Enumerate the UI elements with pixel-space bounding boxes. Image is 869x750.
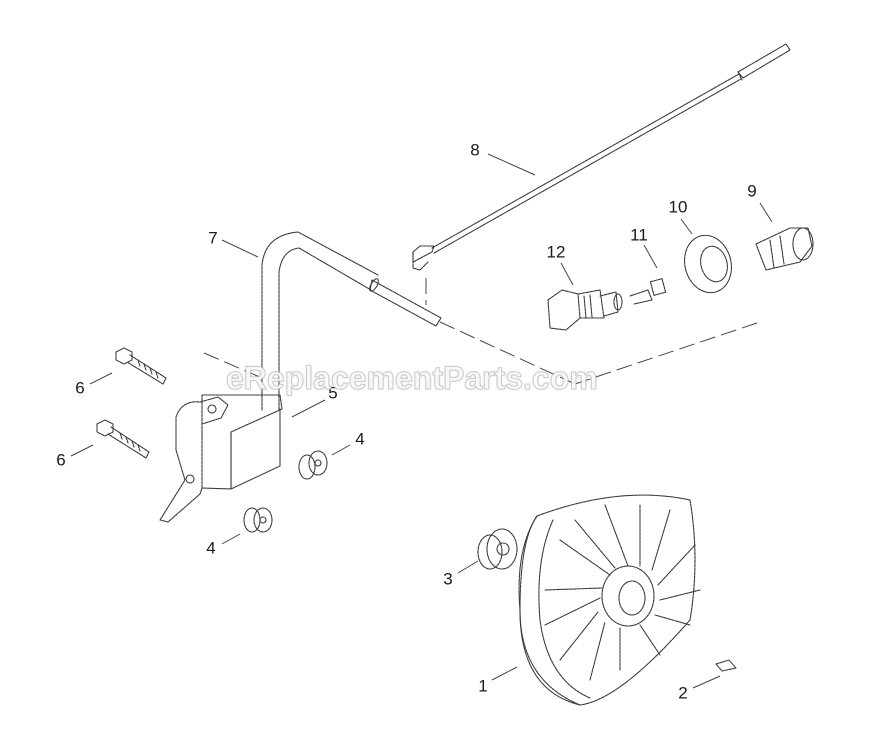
ignition-coil-part[interactable] [159,394,283,523]
flywheel-key-part[interactable] [715,659,737,672]
spacer-part-lower[interactable] [243,507,273,533]
leader-12 [560,262,574,286]
callout-11[interactable]: 11 [630,225,648,245]
callout-3[interactable]: 3 [443,569,453,589]
leader-4-upper [331,444,351,456]
leader-9 [759,202,773,223]
spacer-part-upper[interactable] [298,450,328,480]
leader-6-upper [89,372,113,385]
leader-7 [221,239,259,258]
callout-6-upper[interactable]: 6 [75,378,85,398]
callout-9[interactable]: 9 [747,181,757,201]
leader-10 [680,218,693,235]
spark-plug-part[interactable] [547,289,623,331]
callout-7[interactable]: 7 [208,228,218,248]
leader-4-lower [221,533,241,545]
leader-5 [291,399,326,418]
flywheel-nut-part[interactable] [477,528,518,570]
spark-plug-wire-part[interactable] [203,231,761,411]
terminal-spring-part[interactable] [629,278,667,305]
leader-11 [643,244,658,269]
leader-3 [457,560,479,574]
callout-10[interactable]: 10 [668,197,688,217]
bolt-part-lower[interactable] [96,419,150,459]
callout-6-lower[interactable]: 6 [56,450,66,470]
callout-8[interactable]: 8 [470,140,480,160]
bolt-part-upper[interactable] [115,347,167,385]
leader-2 [692,675,721,689]
leader-8 [487,153,536,176]
callout-5[interactable]: 5 [328,383,338,403]
spark-plug-boot-part[interactable] [755,227,814,271]
callout-4-lower[interactable]: 4 [206,538,216,558]
leader-1 [491,666,518,681]
callout-2[interactable]: 2 [678,683,688,703]
callout-12[interactable]: 12 [546,242,566,262]
watermark: eReplacementParts.com [226,360,599,397]
leader-6-lower [70,444,94,457]
callout-4-upper[interactable]: 4 [355,429,365,449]
flywheel-part[interactable] [518,494,701,706]
boot-seal-part[interactable] [678,230,737,298]
callout-1[interactable]: 1 [478,676,488,696]
stop-wire-part[interactable] [412,43,791,271]
